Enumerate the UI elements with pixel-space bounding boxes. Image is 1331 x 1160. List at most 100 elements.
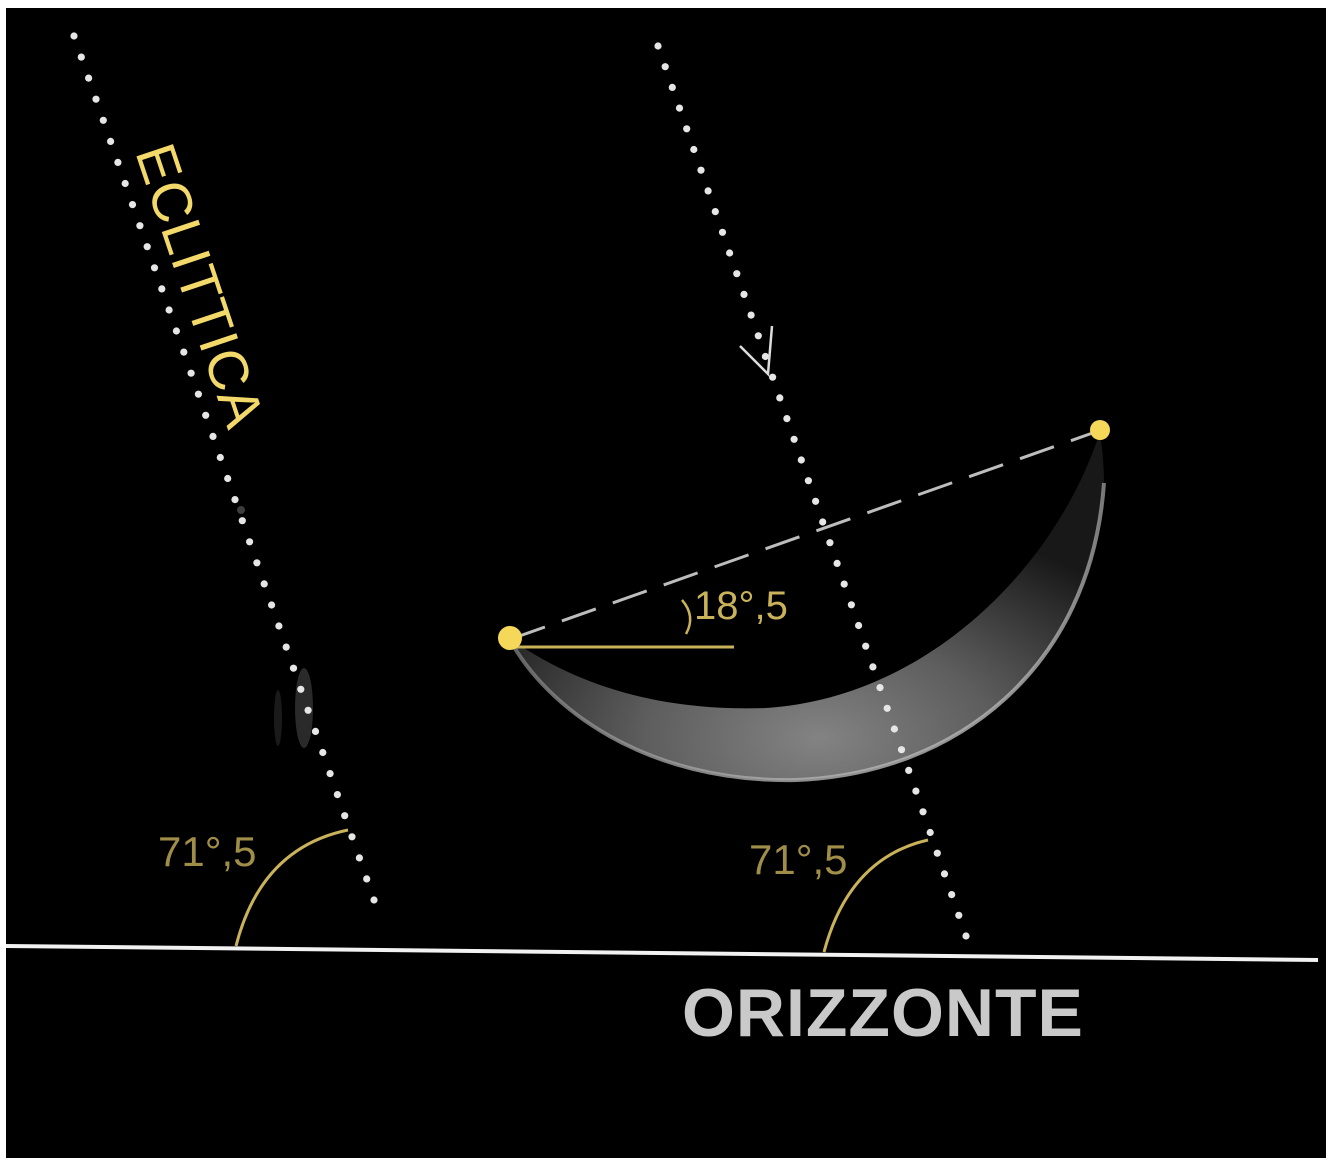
ecliptic-dot: [194, 390, 202, 398]
ecliptic-dot: [840, 580, 848, 588]
ecliptic-dot: [246, 538, 254, 546]
ecliptic-dot: [341, 812, 349, 820]
ecliptic-dot: [661, 63, 669, 71]
ecliptic-dot: [776, 394, 784, 402]
ecliptic-dot: [326, 770, 334, 778]
ecliptic-dot: [209, 432, 217, 440]
ecliptic-dot: [92, 95, 100, 103]
ecliptic-dot: [77, 53, 85, 61]
ecliptic-dot: [919, 808, 927, 816]
ecliptic-dot: [812, 497, 820, 505]
ecliptic-dot: [297, 685, 305, 693]
ecliptic-dot: [165, 306, 173, 314]
ecliptic-dot: [355, 854, 363, 862]
ecliptic-dot: [733, 270, 741, 278]
ecliptic-dot: [348, 833, 356, 841]
ecliptic-dot: [883, 704, 891, 712]
angle-arc-left: [234, 828, 349, 947]
horizon-label: ORIZZONTE: [682, 975, 1084, 1051]
ecliptic-dot: [238, 517, 246, 525]
ecliptic-dot: [202, 411, 210, 419]
ecliptic-dot: [819, 518, 827, 526]
ecliptic-dot: [289, 664, 298, 672]
angle-arc-right: [822, 838, 929, 953]
ecliptic-dot: [268, 601, 276, 609]
ecliptic-dot: [121, 179, 129, 188]
ecliptic-dot: [948, 891, 956, 899]
ecliptic-dot: [711, 208, 719, 216]
horn-dot-left: [498, 626, 522, 650]
ecliptic-label: ECLITTICA: [124, 136, 277, 436]
ecliptic-dot: [862, 642, 870, 650]
ecliptic-dot: [216, 453, 224, 462]
ecliptic-dot: [962, 932, 970, 940]
angle-arc-moon: [681, 599, 692, 635]
ecliptic-dot: [833, 559, 841, 568]
horizon-line: [6, 944, 1319, 962]
ecliptic-dot: [826, 539, 834, 547]
ecliptic-dot: [654, 42, 662, 50]
ecliptic-dot: [804, 477, 813, 485]
ecliptic-dot: [150, 264, 159, 272]
ecliptic-dot: [761, 352, 770, 361]
ecliptic-dot: [231, 496, 239, 504]
astronomy-diagram: ECLITTICA 18°,5 71°,5 71°,5 ORIZZONTE: [6, 8, 1326, 1158]
ecliptic-line-right: [654, 42, 970, 940]
ecliptic-dot: [704, 187, 712, 195]
ecliptic-dot: [955, 911, 963, 919]
ecliptic-dot: [172, 327, 180, 335]
crescent-moon: [507, 432, 1106, 783]
ecliptic-dot: [107, 137, 115, 145]
ecliptic-dot: [876, 684, 884, 692]
ecliptic-dot: [180, 348, 188, 356]
ecliptic-dot: [940, 870, 949, 878]
angle-label-right: 71°,5: [749, 836, 848, 883]
ecliptic-dot: [797, 456, 805, 464]
ecliptic-dot: [718, 228, 727, 236]
ecliptic-dot: [114, 158, 122, 166]
ecliptic-dot: [282, 643, 290, 651]
ecliptic-dot: [747, 311, 755, 319]
ecliptic-dot: [99, 116, 107, 124]
ecliptic-dot: [128, 201, 137, 209]
dashed-horn-line: [510, 428, 1102, 641]
ecliptic-dot: [253, 559, 261, 567]
ecliptic-line-left: [70, 32, 378, 904]
ecliptic-dot: [275, 622, 283, 630]
ecliptic-dot: [869, 663, 877, 671]
angle-label-moon: 18°,5: [694, 584, 788, 628]
ecliptic-dot: [187, 369, 195, 377]
ecliptic-dot: [683, 125, 691, 133]
ecliptic-dot: [143, 243, 151, 251]
ecliptic-dot: [754, 332, 762, 340]
ecliptic-dot: [690, 145, 698, 154]
ecliptic-dot: [790, 435, 798, 443]
ecliptic-dot: [668, 83, 676, 91]
ecliptic-dot: [912, 787, 920, 795]
ecliptic-dot: [697, 166, 705, 174]
direction-arrow-icon: [739, 325, 774, 377]
ecliptic-dot: [675, 104, 684, 112]
ecliptic-dot: [783, 415, 791, 423]
ecliptic-dot: [319, 748, 327, 757]
angle-label-left: 71°,5: [158, 828, 257, 875]
ecliptic-dot: [260, 580, 268, 588]
ecliptic-dot: [726, 249, 734, 257]
ecliptic-dot: [333, 791, 341, 799]
ecliptic-dot: [847, 601, 856, 609]
ecliptic-dot: [85, 74, 93, 82]
ecliptic-dot: [897, 746, 906, 754]
ecliptic-dot: [304, 706, 312, 714]
ecliptic-dot: [224, 474, 232, 483]
ecliptic-dot: [769, 373, 777, 381]
ecliptic-dot: [363, 875, 371, 883]
ecliptic-dot: [905, 766, 913, 775]
diagram-canvas: ECLITTICA 18°,5 71°,5 71°,5 ORIZZONTE: [6, 32, 1319, 1051]
ecliptic-dot: [933, 849, 941, 857]
ecliptic-dot: [70, 32, 78, 40]
ecliptic-dot: [890, 725, 899, 733]
ecliptic-dot: [370, 896, 378, 904]
ecliptic-dot: [136, 222, 144, 230]
ecliptic-dot: [926, 828, 934, 837]
ecliptic-dot: [311, 727, 320, 736]
